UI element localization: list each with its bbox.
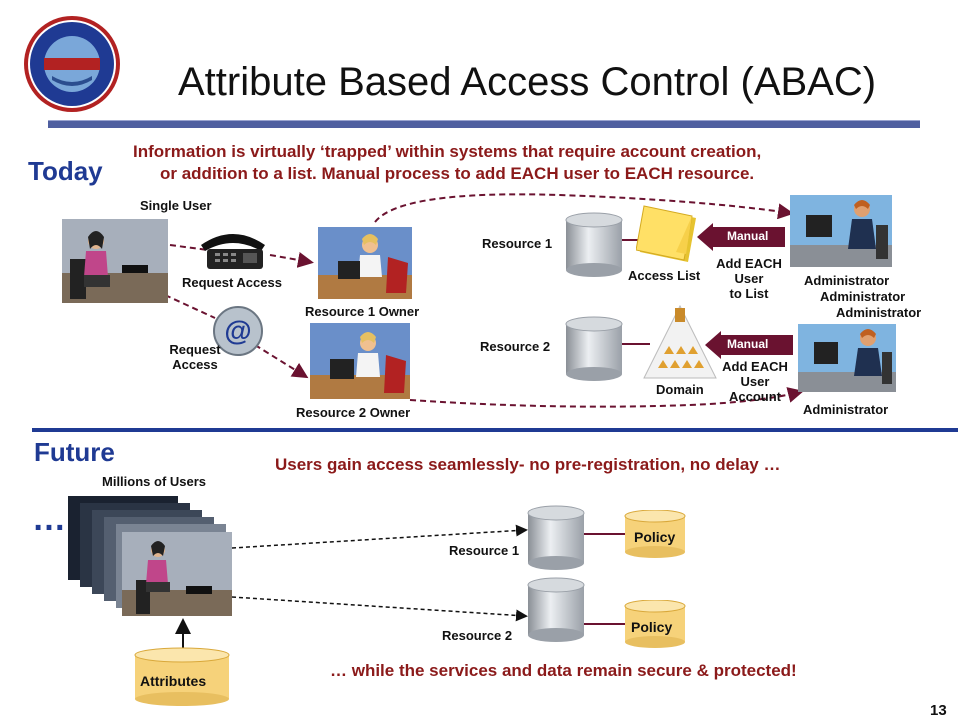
request-access-phone-label: Request Access bbox=[182, 275, 282, 290]
administrator-illustration-1 bbox=[790, 195, 892, 267]
resource2-cylinder bbox=[565, 316, 623, 381]
resource2-owner-illustration bbox=[310, 323, 410, 399]
add-user-account-text: Add EACH User Account bbox=[712, 359, 798, 404]
add-user-account-line1: Add EACH bbox=[722, 359, 788, 374]
phone-icon bbox=[201, 234, 265, 269]
title-underline bbox=[48, 120, 920, 128]
resource2-label: Resource 2 bbox=[480, 339, 551, 354]
users-stack bbox=[68, 496, 232, 616]
administrator-label-single: Administrator bbox=[803, 402, 889, 417]
resource1-owner-illustration bbox=[318, 227, 412, 299]
today-heading: Today bbox=[28, 156, 103, 186]
resource2-owner-label: Resource 2 Owner bbox=[296, 405, 411, 420]
page-number: 13 bbox=[930, 702, 947, 719]
administrator-label-2: Administrator bbox=[820, 289, 906, 304]
single-user-label: Single User bbox=[140, 198, 212, 213]
future-resource1-cylinder bbox=[527, 505, 585, 570]
administrator-illustration-2 bbox=[798, 324, 896, 392]
email-icon: @ bbox=[213, 306, 263, 356]
millions-of-users-label: Millions of Users bbox=[102, 474, 207, 489]
manual-label-2: Manual bbox=[727, 337, 769, 351]
future-message-bottom: … while the services and data remain sec… bbox=[330, 661, 797, 680]
access-list-label: Access List bbox=[628, 268, 701, 283]
attributes-cylinder bbox=[134, 647, 230, 706]
request-access-email-label: Request Access bbox=[160, 342, 230, 372]
page-title: Attribute Based Access Control (ABAC) bbox=[178, 60, 877, 104]
today-message-line2: or addition to a list. Manual process to… bbox=[160, 164, 755, 183]
add-user-account-line2: User bbox=[740, 374, 770, 389]
svg-text:@: @ bbox=[224, 315, 251, 346]
future-resource2-label: Resource 2 bbox=[442, 628, 513, 643]
policy1-cylinder bbox=[624, 510, 686, 558]
policy1-label: Policy bbox=[634, 529, 676, 545]
access-list-icon bbox=[636, 205, 696, 262]
policy2-cylinder bbox=[624, 600, 686, 648]
resource1-cylinder bbox=[565, 212, 623, 277]
administrator-label-1: Administrator bbox=[804, 273, 890, 288]
add-user-list-line3: to List bbox=[729, 286, 769, 301]
manual-arrow-2 bbox=[705, 331, 793, 359]
manual-arrow-1 bbox=[697, 223, 785, 251]
seal-logo bbox=[24, 16, 120, 112]
add-user-list-text: Add EACH User to List bbox=[706, 256, 792, 301]
policy2-label: Policy bbox=[631, 619, 673, 635]
section-divider bbox=[32, 428, 958, 432]
future-message-top: Users gain access seamlessly- no pre-reg… bbox=[275, 455, 781, 474]
domain-label: Domain bbox=[656, 382, 704, 397]
request-access-email-line2: Access bbox=[172, 357, 218, 372]
ellipsis-text: … bbox=[32, 500, 66, 538]
resource1-label: Resource 1 bbox=[482, 236, 553, 251]
administrator-label-3: Administrator bbox=[836, 305, 922, 320]
attributes-label: Attributes bbox=[140, 673, 207, 689]
future-heading: Future bbox=[34, 437, 115, 467]
future-resource2-cylinder bbox=[527, 577, 585, 642]
resource1-owner-label: Resource 1 Owner bbox=[305, 304, 420, 319]
future-resource1-label: Resource 1 bbox=[449, 543, 520, 558]
domain-icon bbox=[643, 304, 717, 379]
single-user-illustration bbox=[62, 219, 168, 303]
add-user-account-line3: Account bbox=[729, 389, 781, 404]
add-user-list-line2: User bbox=[734, 271, 764, 286]
request-access-email-line1: Request bbox=[169, 342, 221, 357]
today-message-line1: Information is virtually ‘trapped’ withi… bbox=[133, 142, 762, 161]
add-user-list-line1: Add EACH bbox=[716, 256, 782, 271]
manual-label-1: Manual bbox=[727, 229, 769, 243]
